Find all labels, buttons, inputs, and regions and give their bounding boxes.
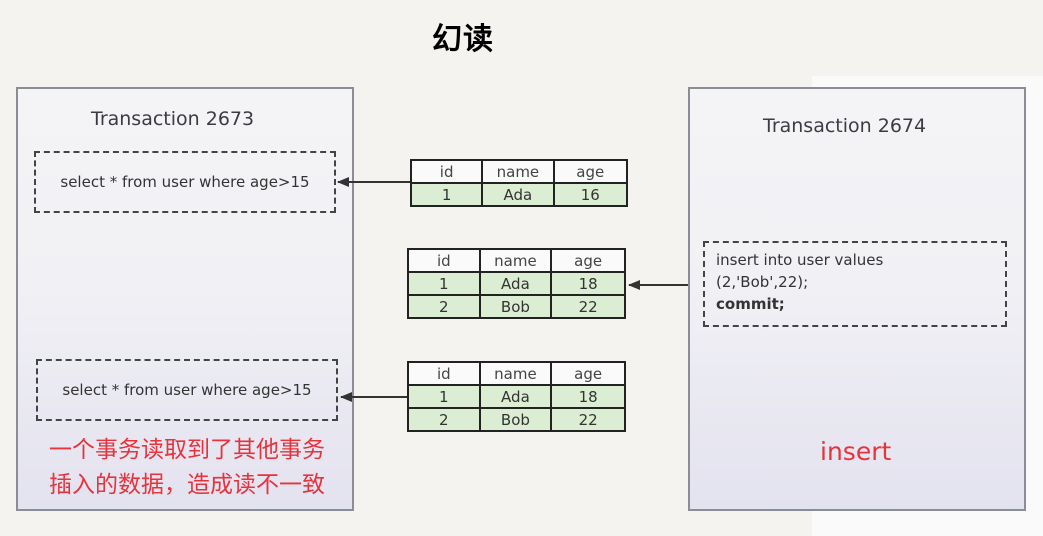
table-cell: 1 (407, 384, 481, 409)
table-row: 2 Bob 22 (407, 407, 626, 432)
table-header-cell: name (481, 159, 555, 184)
table-cell: 18 (550, 384, 626, 409)
table-cell: 1 (407, 271, 481, 296)
select-query-box-2: select * from user where age>15 (36, 359, 338, 421)
transaction-panel-right (688, 87, 1026, 511)
table-header-row: id name age (407, 248, 626, 273)
diagram-title: 幻读 (432, 22, 494, 57)
table-header-cell: name (478, 248, 553, 273)
table-row: 1 Ada 16 (409, 182, 629, 207)
select-query-text: select * from user where age>15 (62, 381, 312, 399)
table-row: 1 Ada 18 (407, 271, 626, 296)
table-cell: Ada (481, 182, 555, 207)
insert-label: insert (820, 437, 892, 466)
table-header-cell: id (409, 159, 484, 184)
insert-line: (2,'Bob',22); (716, 273, 809, 291)
transaction-panel-left (16, 87, 354, 511)
note-line: 插入的数据，造成读不一致 (49, 472, 325, 498)
table-header-cell: id (407, 361, 481, 386)
select-query-box-1: select * from user where age>15 (34, 151, 336, 213)
table-header-cell: age (552, 159, 629, 184)
table-cell: 2 (407, 407, 481, 432)
note-line: 一个事务读取到了其他事务 (49, 437, 325, 463)
insert-line: insert into user values (716, 251, 884, 269)
table-cell: Bob (478, 294, 553, 319)
table-cell: 2 (407, 294, 481, 319)
result-table-2: id name age 1 Ada 18 2 Bob 22 (407, 248, 626, 319)
table-row: 2 Bob 22 (407, 294, 626, 319)
transaction-title-left: Transaction 2673 (91, 108, 255, 130)
table-cell: 16 (552, 182, 629, 207)
table-cell: 1 (409, 182, 484, 207)
result-table-3: id name age 1 Ada 18 2 Bob 22 (407, 361, 626, 432)
table-header-cell: name (478, 361, 553, 386)
table-header-row: id name age (407, 361, 626, 386)
phantom-read-note: 一个事务读取到了其他事务 插入的数据，造成读不一致 (22, 433, 352, 503)
table-cell: 18 (550, 271, 626, 296)
table-header-cell: age (550, 361, 626, 386)
commit-line: commit; (716, 295, 785, 313)
insert-statement-box: insert into user values (2,'Bob',22); co… (703, 241, 1007, 327)
select-query-text: select * from user where age>15 (60, 173, 310, 191)
transaction-title-right: Transaction 2674 (763, 115, 927, 137)
table-cell: Bob (478, 407, 553, 432)
table-header-row: id name age (409, 159, 629, 184)
result-table-1: id name age 1 Ada 16 (409, 159, 629, 207)
table-cell: 22 (550, 294, 626, 319)
table-cell: 22 (550, 407, 626, 432)
table-header-cell: age (550, 248, 626, 273)
table-cell: Ada (478, 384, 553, 409)
table-cell: Ada (478, 271, 553, 296)
table-row: 1 Ada 18 (407, 384, 626, 409)
table-header-cell: id (407, 248, 481, 273)
